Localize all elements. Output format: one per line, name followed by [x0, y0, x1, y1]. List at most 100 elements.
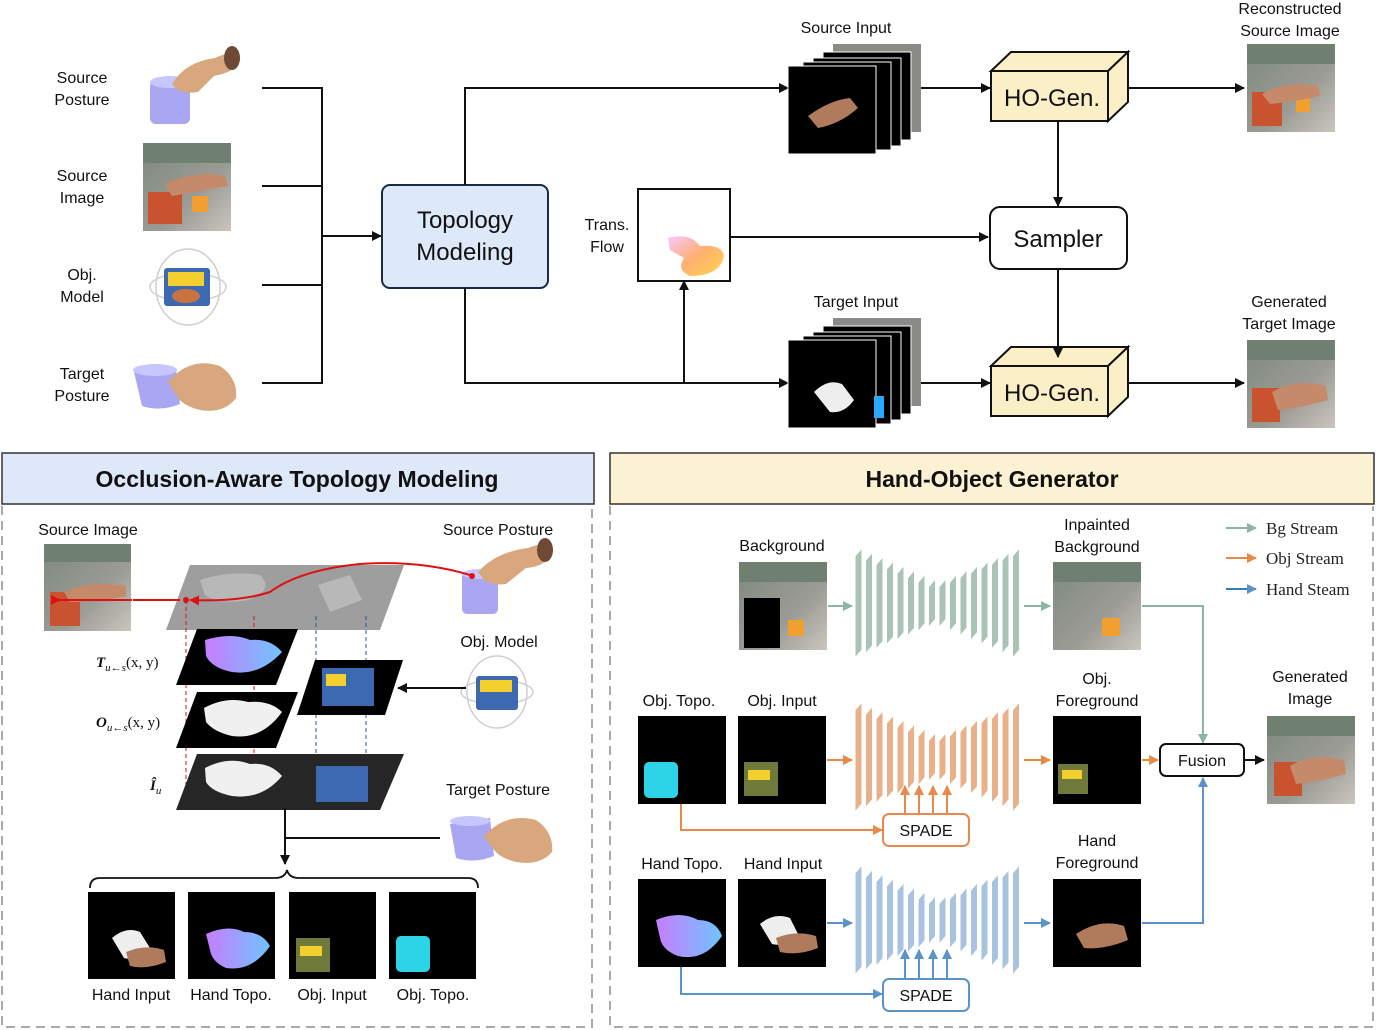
- hand-spade-line: [680, 967, 883, 999]
- hogen-top-block: HO-Gen.: [988, 49, 1131, 124]
- composite-hand: [205, 760, 282, 797]
- network-layer: [970, 881, 978, 959]
- left-target-posture-thumbnail: [450, 816, 553, 863]
- connector-topology-target-input: [464, 288, 789, 388]
- spade-hand-arrows: [900, 949, 952, 978]
- legend-obj-label: Obj Stream: [1266, 549, 1344, 568]
- red-point-2: [469, 573, 475, 579]
- network-layer: [949, 890, 957, 950]
- network-layer: [980, 713, 989, 801]
- network-layer: [875, 872, 884, 968]
- svg-text:Ou←s(x, y): Ou←s(x, y): [96, 715, 160, 734]
- source-input-label[interactable]: Source Input: [801, 20, 892, 37]
- obj-topo-image: [638, 716, 726, 804]
- sampler-label: Sampler: [1013, 226, 1102, 253]
- obj-input-label: Obj. Input: [747, 693, 817, 710]
- topology-hand: [205, 636, 282, 673]
- hand-topo-label: Hand Topo.: [641, 856, 723, 873]
- left-panel-frame: [1, 506, 593, 1028]
- network-layer: [938, 577, 947, 629]
- source-input-stack: [787, 44, 921, 155]
- spade-obj-label: SPADE: [899, 823, 952, 840]
- network-layer: [875, 555, 884, 651]
- network-layer: [928, 577, 936, 629]
- network-layer: [928, 894, 936, 946]
- network-layer: [865, 705, 873, 809]
- obj-spade-line: [680, 804, 883, 835]
- composite-object: [316, 766, 368, 802]
- right-panel-header: [609, 452, 1375, 505]
- occlusion-hand: [204, 700, 282, 737]
- network-layer: [959, 722, 968, 792]
- hand-foreground-image: [1053, 879, 1141, 967]
- left-output-obj-topo: [389, 892, 476, 979]
- left-obj-model-label: Obj. Model: [460, 634, 537, 651]
- network-layer: [907, 722, 915, 792]
- network-layer: [875, 709, 884, 805]
- left-source-posture-label: Source Posture: [443, 522, 553, 539]
- network-layer: [991, 555, 999, 651]
- network-layer: [949, 727, 957, 787]
- left-panel-title: Occlusion-Aware Topology Modeling: [96, 466, 499, 492]
- network-layer: [917, 727, 926, 787]
- left-output-hand-input: [88, 892, 175, 979]
- network-layer: [907, 885, 915, 955]
- network-layer: [959, 568, 968, 638]
- background-image: [739, 562, 827, 650]
- network-layer: [854, 546, 863, 660]
- left-source-image-label: Source Image: [38, 522, 138, 539]
- spade-hand-label: SPADE: [899, 988, 952, 1005]
- target-input-label[interactable]: Target Input: [814, 294, 899, 311]
- fusion-label: Fusion: [1178, 753, 1226, 770]
- network-layer: [991, 709, 999, 805]
- left-output-label-0: Hand Input: [92, 987, 171, 1004]
- legend-hand-label: Hand Steam: [1266, 580, 1350, 599]
- network-layer: [1012, 863, 1020, 977]
- left-output-label-1: Hand Topo.: [190, 987, 272, 1004]
- svg-text:Îu: Îu: [149, 777, 162, 797]
- connector-source-posture: [262, 87, 323, 384]
- left-source-image-thumbnail: [44, 544, 131, 631]
- hogen-bottom-label: HO-Gen.: [1004, 380, 1100, 407]
- network-layer: [938, 731, 947, 783]
- hand-to-fusion: [1142, 777, 1208, 924]
- obj-input-image: [738, 716, 826, 804]
- hand-input-label: Hand Input: [744, 856, 823, 873]
- network-layer: [886, 713, 894, 801]
- scene-hand-silhouette: [200, 573, 266, 602]
- network-layer: [886, 876, 894, 964]
- network-layer: [886, 559, 894, 647]
- left-panel-header: [1, 452, 595, 505]
- network-layer: [865, 551, 873, 655]
- trans-flow-image: [637, 188, 731, 282]
- network-layer: [917, 890, 926, 950]
- source-posture-thumbnail: [150, 46, 240, 124]
- generated-target-image: [1247, 340, 1335, 428]
- network-layer: [1012, 700, 1020, 814]
- scene-object-silhouette: [318, 575, 362, 612]
- sampler-box: Sampler: [989, 206, 1128, 270]
- left-output-label-3: Obj. Topo.: [397, 987, 470, 1004]
- hogen-bottom-block: HO-Gen.: [988, 344, 1131, 419]
- obj-model-thumbnail: [149, 248, 227, 326]
- math-label-T: Tu←s(x, y): [96, 655, 158, 674]
- right-panel-title: Hand-Object Generator: [865, 466, 1118, 492]
- object-texture-label: [326, 674, 346, 686]
- network-layer: [854, 700, 863, 814]
- network-layer: [980, 876, 989, 964]
- input-label-obj-model: Obj.Model: [60, 267, 104, 306]
- obj-stream-network: [854, 700, 1020, 814]
- hand-input-image: [738, 879, 826, 967]
- generated-image: [1267, 716, 1355, 804]
- right-panel-frame: [609, 506, 1374, 1028]
- scene-plane: [166, 565, 404, 630]
- network-layer: [1001, 868, 1010, 972]
- math-label-I: Îu: [149, 777, 162, 797]
- network-layer: [980, 559, 989, 647]
- network-layer: [949, 573, 957, 633]
